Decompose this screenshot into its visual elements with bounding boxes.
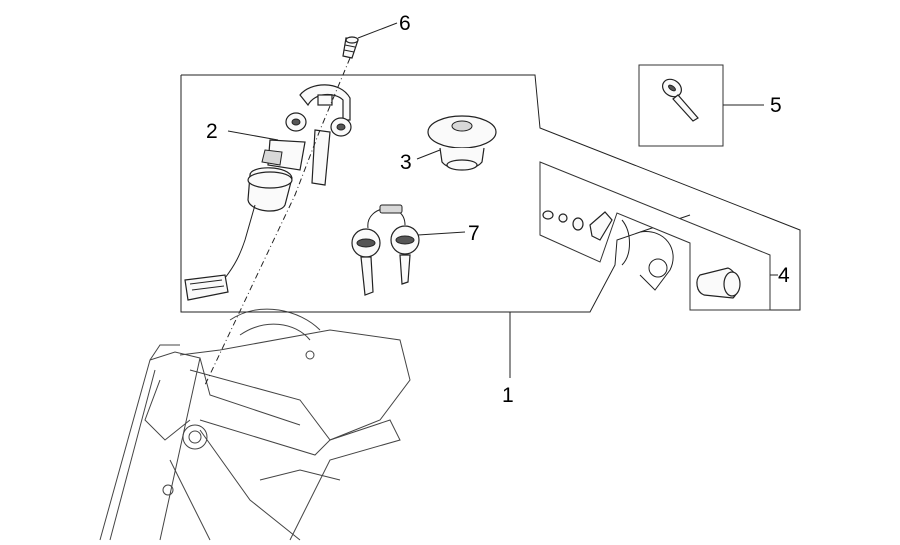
leader-2 — [227, 130, 279, 141]
leader-7 — [417, 231, 466, 236]
callout-1: 1 — [502, 384, 514, 407]
leader-6 — [357, 22, 398, 39]
callout-3: 3 — [400, 151, 412, 174]
screw-icon — [342, 36, 359, 59]
callout-2: 2 — [206, 120, 218, 143]
leader-3 — [416, 149, 441, 160]
key-blank-icon — [662, 78, 699, 122]
key-pair-icon — [351, 204, 420, 296]
fuel-cap-icon — [427, 115, 497, 171]
callout-5: 5 — [770, 94, 782, 117]
ignition-switch-icon — [184, 84, 352, 301]
callout-7: 7 — [468, 222, 480, 245]
callout-4: 4 — [778, 264, 790, 287]
callout-6: 6 — [399, 12, 411, 35]
seat-lock-icon — [542, 210, 741, 299]
assembly-axis — [204, 57, 351, 386]
motorcycle-frame-icon — [99, 308, 411, 541]
